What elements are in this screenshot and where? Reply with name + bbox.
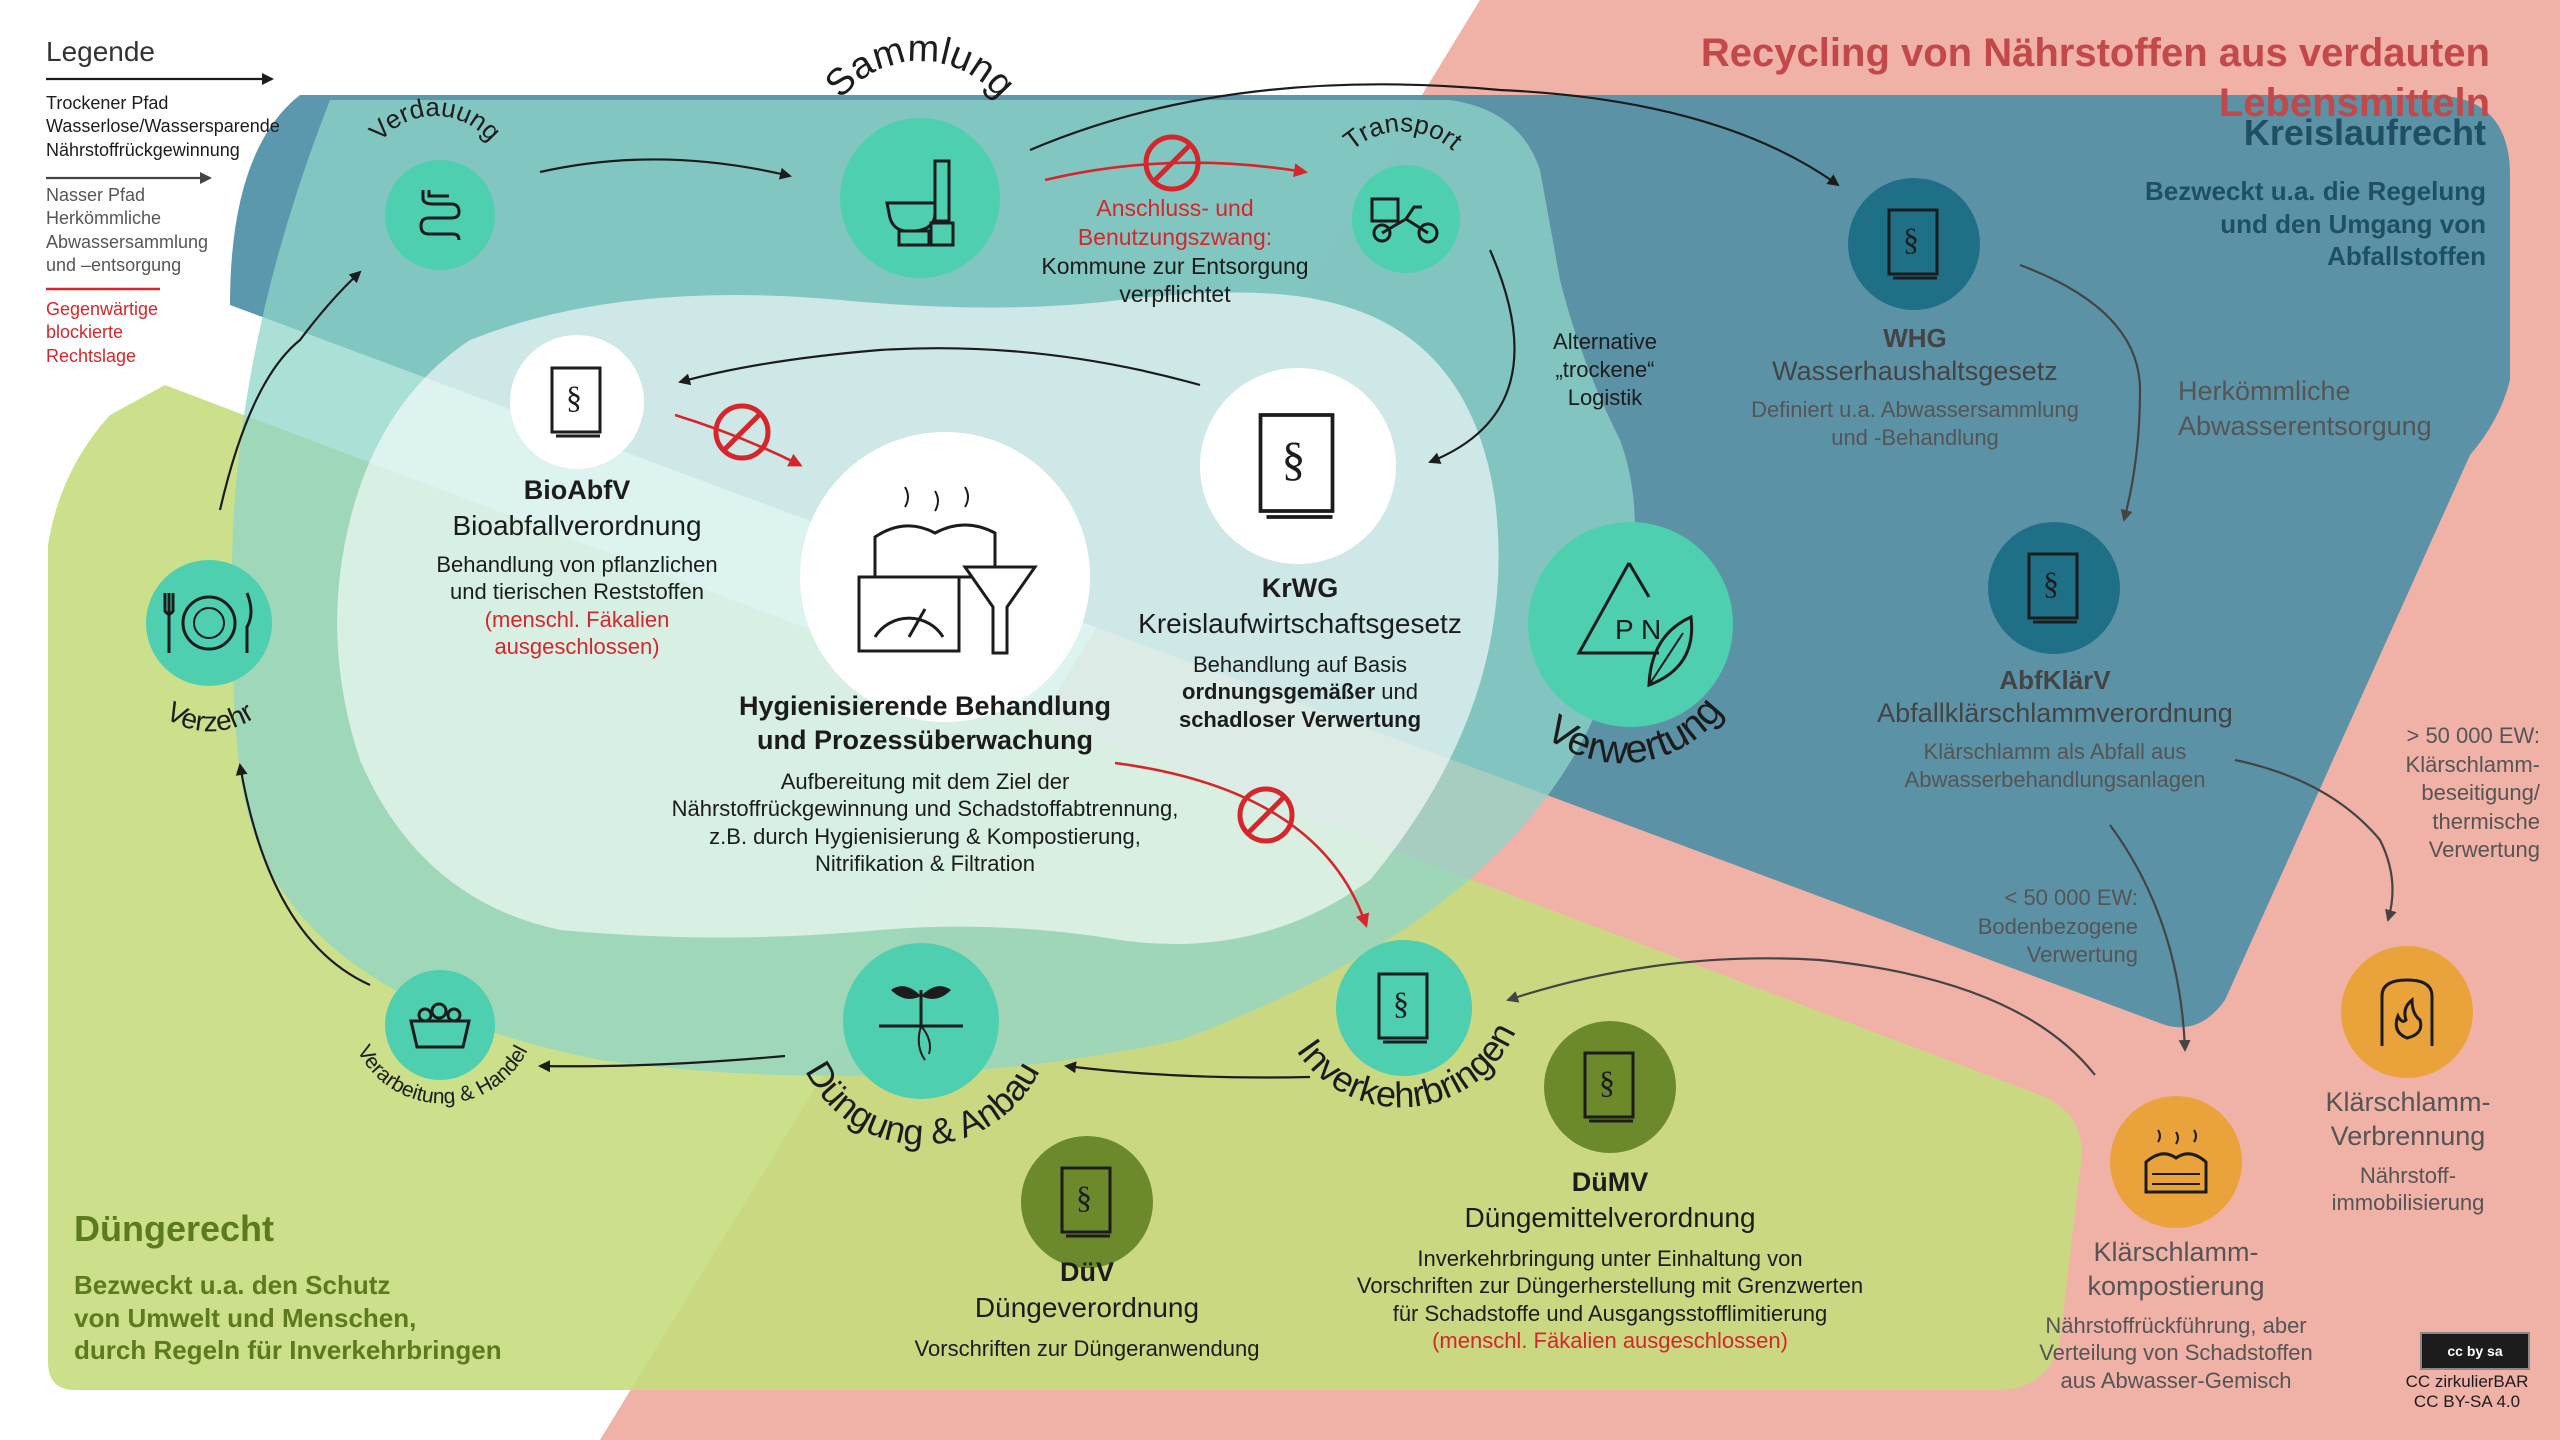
duengung-node xyxy=(843,943,999,1099)
paragraph-book-icon: § xyxy=(1060,1166,1112,1238)
svg-text:§: § xyxy=(1076,1179,1092,1215)
fire-icon xyxy=(2380,978,2434,1046)
paragraph-book-icon: § xyxy=(1583,1051,1635,1123)
paragraph-book-icon: § xyxy=(1377,972,1429,1044)
basket-icon xyxy=(409,1002,471,1049)
arrow-verzehr-verdauung xyxy=(218,270,362,511)
hygiene-text: Hygienisierende Behandlung und Prozessüb… xyxy=(671,691,1179,876)
intestine-icon xyxy=(419,190,461,241)
duengerecht-text: Düngerecht Bezweckt u.a. den Schutz von … xyxy=(74,1208,502,1365)
verzehr-node xyxy=(146,560,272,686)
inverkehrbringen-node: § xyxy=(1336,940,1472,1076)
paragraph-book-icon: § xyxy=(1258,413,1335,519)
transport-node xyxy=(1352,165,1460,273)
svg-text:§: § xyxy=(1282,433,1306,486)
krwg-node: § xyxy=(1200,368,1396,564)
prohibited-icon xyxy=(713,403,771,461)
arrow-sammlung-whg xyxy=(1029,83,1840,187)
verwertung-node: P N xyxy=(1528,522,1733,727)
whg-text: WHG Wasserhaushaltsgesetz Definiert u.a.… xyxy=(1751,323,2079,450)
kompostierung-node xyxy=(2110,1096,2242,1228)
verarbeitung-node xyxy=(385,970,495,1080)
arrow-abfklaerv-kompost xyxy=(2109,824,2191,1052)
toilet-icon xyxy=(885,159,955,247)
arrow-verdauung-sammlung xyxy=(539,158,792,180)
arrow-whg-abfklaerv xyxy=(2019,263,2142,522)
cargo-bike-icon xyxy=(1370,197,1439,244)
paragraph-book-icon: § xyxy=(550,366,602,438)
treatment-plant-node xyxy=(800,432,1090,722)
prohibited-icon xyxy=(1143,134,1201,192)
arrow-abfklaerv-verbrennung xyxy=(2234,758,2397,922)
abfklaerv-node: § xyxy=(1988,522,2120,654)
krwg-text: KrWG Kreislaufwirtschaftsgesetz Behandlu… xyxy=(1138,573,1462,732)
recycle-leaf-icon: P N xyxy=(1575,561,1693,687)
arrow-verarbeitung-verzehr xyxy=(235,763,371,987)
svg-text:§: § xyxy=(2043,565,2059,601)
blocked-arrow-inverkehr xyxy=(1114,761,1370,928)
svg-text:§: § xyxy=(1903,221,1919,257)
sprout-icon xyxy=(879,986,963,1061)
svg-text:§: § xyxy=(1599,1064,1615,1100)
anschluss-text: Anschluss- und Benutzungszwang: Kommune … xyxy=(1041,195,1309,308)
bioabfv-node: § xyxy=(510,335,644,469)
compost-icon xyxy=(2144,1129,2208,1194)
abfklaerv-text: AbfKlärV Abfallklärschlammverordnung Klä… xyxy=(1877,665,2233,792)
sammlung-node xyxy=(840,118,1000,278)
paragraph-book-icon: § xyxy=(1887,208,1939,280)
krwg-conj: und xyxy=(1375,679,1418,705)
arrow-krwg-bioabfv xyxy=(678,347,1201,387)
paragraph-book-icon: § xyxy=(2027,552,2079,624)
verdauung-node xyxy=(385,160,495,270)
svg-text:P N: P N xyxy=(1615,614,1661,645)
alt-logistik-text: Alternative„trockene“Logistik xyxy=(1553,329,1657,410)
kompostierung-text: Klärschlamm- kompostierung Nährstoffrück… xyxy=(2039,1237,2313,1393)
treatment-plant-icon xyxy=(857,486,1038,655)
whg-node: § xyxy=(1848,178,1980,310)
label-sammlung: Sammlung xyxy=(817,28,1023,106)
plate-icon xyxy=(163,592,253,653)
cc-license-badge: cc by sa xyxy=(2420,1332,2530,1370)
duemv-text: DüMV Düngemittelverordnung Inverkehrbrin… xyxy=(1356,1167,1864,1354)
verbrennung-node xyxy=(2341,946,2473,1078)
legend-heading: Legende xyxy=(46,36,156,67)
kreislaufrecht-text: Kreislaufrecht Bezweckt u.a. die Regelun… xyxy=(2145,112,2486,271)
page-title: Recycling von Nährstoffen aus verdauten … xyxy=(1700,31,2490,125)
verbrennung-text: Klärschlamm- Verbrennung Nährstoff- immo… xyxy=(2325,1087,2491,1215)
ew-large-text: > 50 000 EW:Klärschlamm-beseitigung/ther… xyxy=(2405,723,2540,863)
arrow-inverkehr-duengung xyxy=(1064,1061,1311,1079)
svg-text:§: § xyxy=(566,379,582,415)
bioabfv-text: BioAbfV Bioabfallverordnung Behandlung v… xyxy=(436,475,718,660)
arrow-duengung-verarbeitung xyxy=(538,1054,786,1073)
duemv-node: § xyxy=(1544,1021,1676,1153)
prohibited-icon xyxy=(1237,786,1295,844)
svg-text:§: § xyxy=(1393,985,1409,1021)
duev-node: § xyxy=(1021,1136,1153,1268)
arrow-transport-krwg xyxy=(1428,249,1516,464)
arrow-kompost-inverkehr xyxy=(1506,957,2096,1076)
duev-text: DüV Düngeverordnung Vorschriften zur Dün… xyxy=(914,1257,1260,1361)
krwg-bold-term: ordnungsgemäßer xyxy=(1182,679,1376,705)
